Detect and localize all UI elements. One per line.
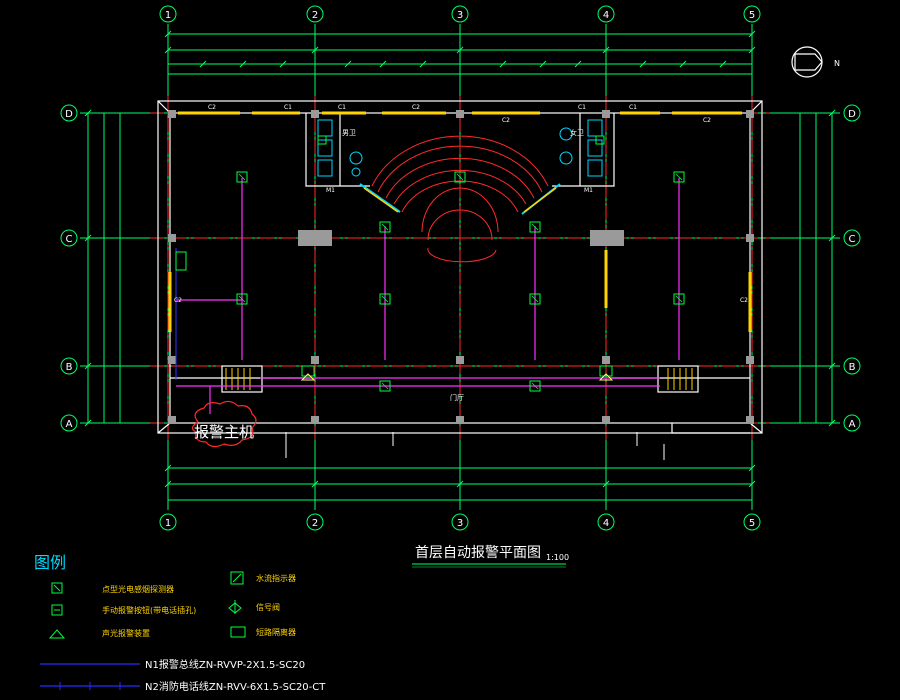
window-label: C1	[629, 104, 637, 111]
grid-label-col-4-bottom: 4	[603, 518, 609, 529]
window-labels: C2 C1 C1 C2 C2 C1 C1 C2 C2 C2	[174, 104, 748, 304]
signal-valve-icon	[228, 600, 242, 615]
grid-row-labels-left: D C B A	[65, 109, 73, 430]
grid-bubbles	[60, 5, 861, 531]
grid-column-labels-bottom: 1 2 3 4 5	[165, 518, 755, 529]
grid-label-col-4: 4	[603, 10, 609, 21]
grid-label-col-3: 3	[457, 10, 463, 21]
alarm-host-label: 报警主机	[194, 423, 254, 441]
alarm-host-cloud	[191, 400, 257, 448]
window-label: C2	[502, 117, 510, 124]
sound-light-alarm-icon	[48, 629, 66, 639]
section-markers	[285, 432, 665, 460]
legend-item-label: 信号阀	[256, 602, 280, 612]
drawing-scale: 1:100	[546, 553, 569, 562]
grid-label-col-1-bottom: 1	[165, 518, 171, 529]
grid-label-col-5-bottom: 5	[749, 518, 755, 529]
structural-columns	[168, 110, 754, 424]
axis-lines	[150, 96, 770, 440]
manual-alarm-button-icon	[51, 604, 63, 616]
stair-treads	[225, 368, 693, 390]
grid-label-row-d: D	[65, 109, 73, 120]
north-arrow-icon	[791, 46, 823, 78]
legend-heading: 图例	[34, 553, 66, 572]
room-label-lobby: 门厅	[450, 393, 464, 402]
toilet-fixtures	[317, 119, 603, 177]
north-arrow-label: N	[834, 59, 840, 68]
alarm-bus-wiring	[176, 178, 680, 414]
drawing-title: 首层自动报警平面图	[415, 545, 541, 561]
legend-texts: 点型光电感烟探测器 手动报警按钮(带电话插孔) 声光报警装置 水流指示器 信号阀…	[102, 573, 296, 638]
smoke-detectors	[236, 135, 685, 392]
room-label-women: 女卫	[570, 128, 584, 137]
grid-label-row-c: C	[66, 234, 73, 245]
entrance-door-leaves	[363, 187, 557, 213]
window-label: C1	[338, 104, 346, 111]
grid-label-col-2: 2	[312, 10, 318, 21]
room-label-men: 男卫	[342, 129, 356, 137]
grid-label-row-a-right: A	[849, 419, 856, 430]
legend-line-n2-ticks	[59, 682, 121, 690]
door-label-m1-left: M1	[326, 187, 335, 194]
grid-label-row-b: B	[66, 362, 73, 373]
entrance-arcs	[371, 135, 549, 263]
grid-label-row-d-right: D	[848, 109, 856, 120]
input-module-icon	[230, 626, 246, 638]
legend-line-n1-label: N1报警总线ZN-RVVP-2X1.5-SC20	[145, 658, 305, 671]
legend-item-label: 声光报警装置	[102, 628, 150, 638]
grid-label-col-2-bottom: 2	[312, 518, 318, 529]
window-label: C2	[174, 297, 182, 304]
grid-label-row-b-right: B	[849, 362, 856, 373]
window-label: C1	[284, 104, 292, 111]
grid-row-labels-right: D C B A	[848, 109, 856, 430]
window-label: C2	[412, 104, 420, 111]
legend-item-label: 水流指示器	[256, 573, 296, 583]
dimension-ticks	[84, 30, 836, 488]
window-label: C2	[703, 117, 711, 124]
window-label: C2	[740, 297, 748, 304]
grid-column-labels-top: 1 2 3 4 5	[165, 10, 755, 21]
grid-label-row-a: A	[66, 419, 73, 430]
smoke-detector-icon	[51, 582, 63, 594]
grid-label-col-1: 1	[165, 10, 171, 21]
windows	[168, 111, 752, 332]
sound-light-alarms	[300, 373, 614, 381]
manual-alarm-buttons	[175, 251, 613, 377]
window-label: C1	[578, 104, 586, 111]
legend-item-label: 点型光电感烟探测器	[102, 584, 174, 594]
water-flow-indicator-icon	[230, 571, 244, 585]
legend-item-label: 手动报警按钮(带电话插孔)	[102, 605, 196, 615]
legend-item-label: 短路隔离器	[256, 627, 296, 637]
door-label-m1-right: M1	[584, 187, 593, 194]
grid-label-col-5: 5	[749, 10, 755, 21]
window-label: C2	[208, 104, 216, 111]
grid-label-row-c-right: C	[849, 234, 856, 245]
grid-label-col-3-bottom: 3	[457, 518, 463, 529]
smoke-detector-marks	[238, 173, 683, 390]
legend-line-n2-label: N2消防电话线ZN-RVV-6X1.5-SC20-CT	[145, 680, 326, 693]
